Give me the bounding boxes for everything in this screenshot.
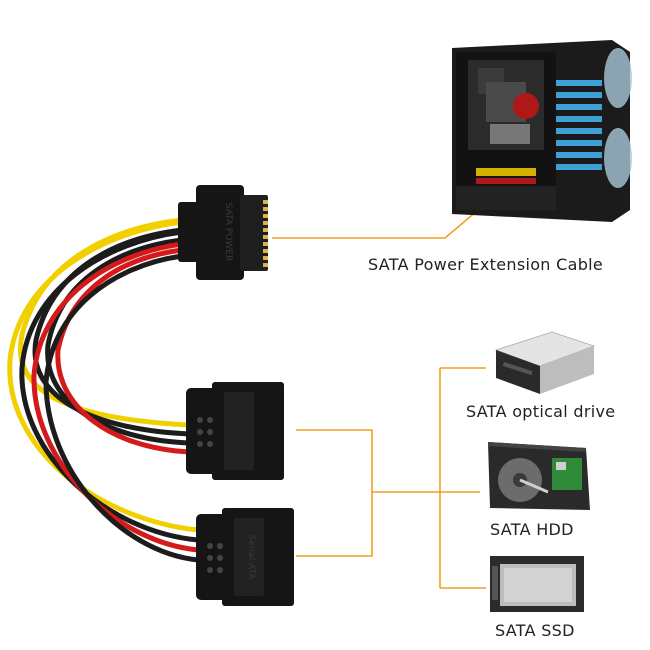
- label-extension-cable: SATA Power Extension Cable: [368, 255, 604, 274]
- pin-holes-lower: [207, 543, 223, 573]
- wire-red-top: [55, 247, 193, 455]
- label-hdd: SATA HDD: [490, 520, 574, 539]
- cable-wires: [7, 217, 201, 563]
- wire-black-top: [32, 227, 193, 437]
- ssd-image: [490, 556, 584, 612]
- female-connector-lower: Serial ATA: [196, 508, 294, 606]
- wire-black-bottom-a: [19, 229, 201, 543]
- hdd-image: [488, 442, 590, 510]
- wire-yellow-top: [17, 217, 193, 428]
- male-sata-connector: SATA POWER: [178, 185, 268, 280]
- computer-tower-image: [452, 40, 632, 222]
- pin-holes-upper: [197, 417, 213, 447]
- wire-yellow-bottom: [7, 219, 201, 533]
- wire-red-bottom: [31, 241, 201, 553]
- label-optical-drive: SATA optical drive: [466, 402, 616, 421]
- optical-drive-image: [494, 331, 596, 394]
- wire-black-mid: [45, 237, 193, 446]
- leader-line-upper-connector: [296, 429, 373, 557]
- label-ssd: SATA SSD: [495, 621, 575, 640]
- wire-black-bottom-b: [43, 253, 201, 563]
- female-connector-upper: [186, 382, 284, 480]
- male-connector-text: SATA POWER: [223, 203, 233, 262]
- connector-pins: [263, 200, 268, 267]
- expansion-slots: [556, 80, 602, 170]
- female-connector-text: Serial ATA: [246, 535, 256, 581]
